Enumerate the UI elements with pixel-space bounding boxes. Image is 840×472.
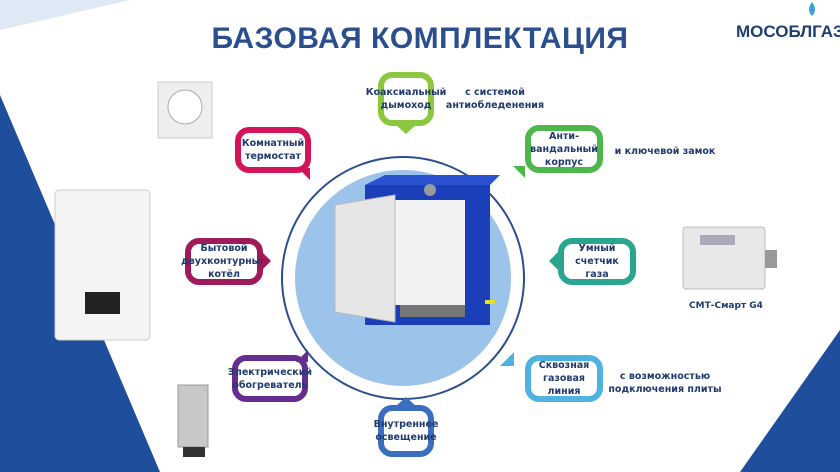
note-chimney: с системой антиобледенения [445,87,545,111]
note-vandal: и ключевой замок [614,146,716,157]
boiler-image [54,189,151,341]
bubble-heater: Электрический обогреватель [228,355,312,402]
bubble-gasline: Сквозная газовая линия [525,355,603,402]
heater-image [177,384,209,457]
page-title: БАЗОВАЯ КОМПЛЕКТАЦИЯ [211,22,629,55]
gas-meter-image [682,226,777,290]
logo: МОСОБЛГАЗ [736,22,840,41]
bubble-vandal: Анти-вандальный корпус [525,125,603,173]
meter-caption: СМТ-Смарт G4 [689,301,763,311]
bubble-light: Внутреннее освещение [374,405,438,457]
note-gasline: с возможностью подключения плиты [608,371,722,395]
bubble-meter: Умный счетчик газа [558,238,636,285]
thermostat-image [157,81,213,139]
bubble-boiler: Бытовой двухконтурный котёл [181,238,267,285]
flame-icon [809,2,815,16]
bubble-chimney: Коаксиальный дымоход [366,72,446,126]
bubble-thermostat: Комнатный термостат [235,127,311,173]
gas-cabinet-image [334,175,500,325]
